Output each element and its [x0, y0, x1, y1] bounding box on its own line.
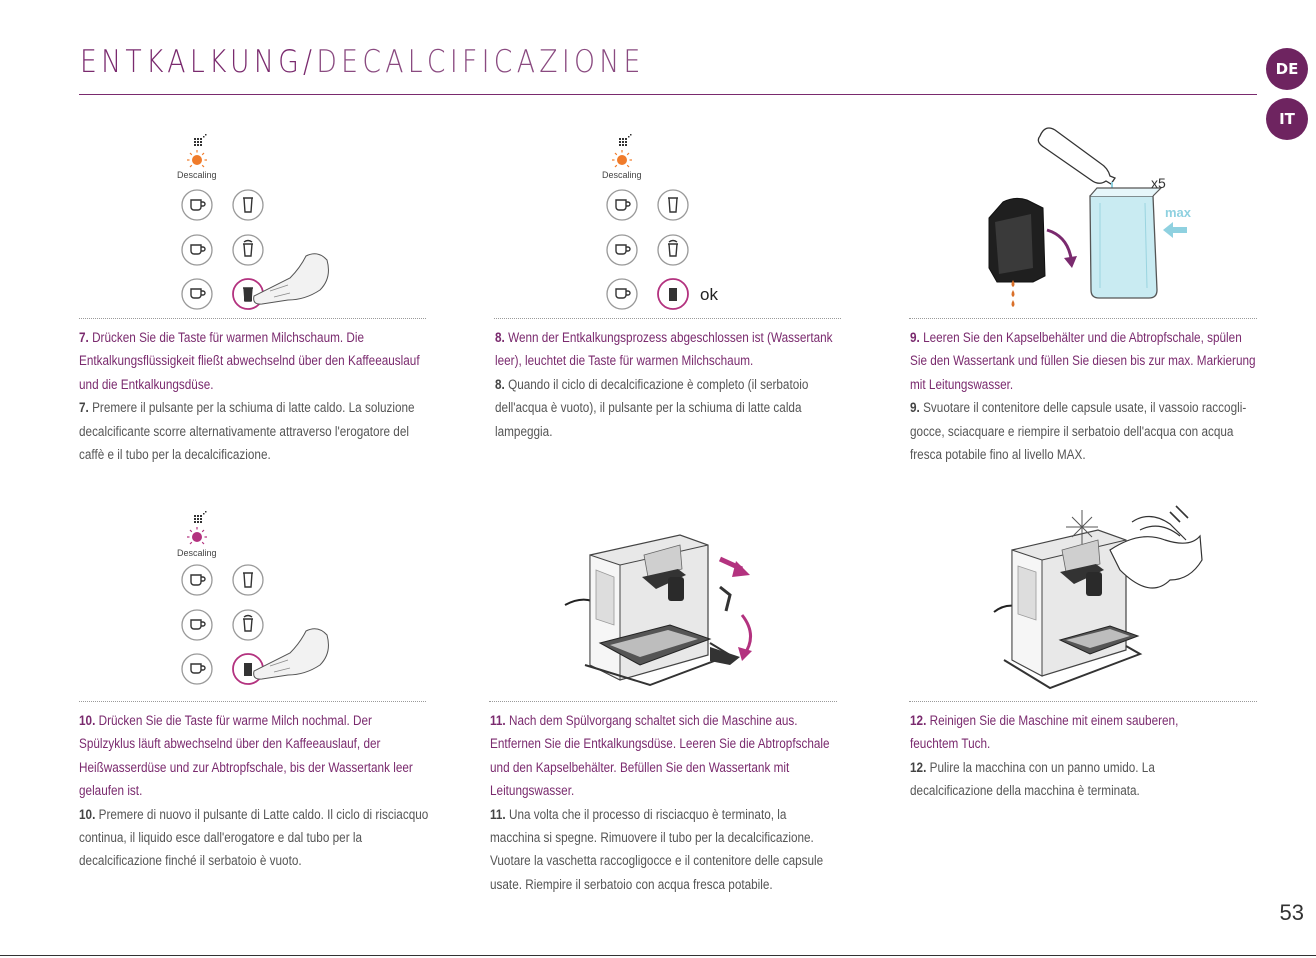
- espresso-button[interactable]: [606, 234, 638, 266]
- water-tank-icon: [1089, 187, 1163, 299]
- milk-glass-fill: [669, 288, 677, 301]
- descaling-label: Descaling: [602, 170, 642, 180]
- cup-icons: [615, 197, 678, 299]
- step-10-caption: 10. Drücken Sie die Taste für warme Milc…: [79, 709, 429, 873]
- step-11-caption: 11. Nach dem Spülvorgang schaltet sich d…: [490, 709, 840, 896]
- lungo-button[interactable]: [606, 278, 638, 310]
- latte-button[interactable]: [232, 189, 264, 221]
- step-9-de: 9. Leeren Sie den Kapselbehälter und die…: [910, 330, 1256, 392]
- pull-arrow-icon: [718, 556, 750, 577]
- ristretto-button[interactable]: [181, 564, 213, 596]
- sparkle-icon: [1066, 510, 1098, 544]
- title-it: DECALCIFICAZIONE: [316, 44, 645, 80]
- divider-9: [909, 318, 1257, 319]
- step-7-de: 7. Drücken Sie die Taste für warmen Milc…: [79, 330, 420, 392]
- machine-step12: [993, 505, 1203, 690]
- ok-label: ok: [700, 285, 718, 304]
- lungo-button[interactable]: [181, 653, 213, 685]
- divider-12: [909, 701, 1257, 702]
- capsule-container-icon: [988, 197, 1046, 283]
- page-title: ENTKALKUNG/DECALCIFICAZIONE: [80, 44, 645, 80]
- descaling-label: Descaling: [177, 170, 217, 180]
- step-7-caption: 7. Drücken Sie die Taste für warmen Milc…: [79, 326, 429, 466]
- max-label: max: [1165, 205, 1192, 220]
- step-11-de: 11. Nach dem Spülvorgang schaltet sich d…: [490, 713, 830, 799]
- tank-illustration: x5 max: [988, 127, 1192, 307]
- coffee-machine-icon: [564, 534, 740, 687]
- step-8-it: 8. Quando il ciclo di decalcificazione è…: [495, 376, 809, 439]
- step-9-it: 9. Svuotare il contenitore delle capsule…: [910, 400, 1247, 463]
- control-panel-step8: Descaling ok: [602, 134, 718, 310]
- step-9-caption: 9. Leeren Sie den Kapselbehälter und die…: [910, 326, 1260, 466]
- step-11-it: 11. Una volta che il processo di risciac…: [490, 806, 824, 892]
- cappuccino-button[interactable]: [657, 234, 689, 266]
- grid-icon: [194, 134, 207, 146]
- fill-arrow-icon: [1163, 222, 1187, 238]
- page-number: 53: [1279, 900, 1304, 925]
- title-rule: [79, 94, 1257, 95]
- step-10-de: 10. Drücken Sie die Taste für warme Milc…: [79, 713, 413, 799]
- step-12-it: 12. Pulire la macchina con un panno umid…: [910, 759, 1155, 799]
- divider-7: [79, 318, 426, 319]
- latte-button[interactable]: [232, 564, 264, 596]
- latte-button[interactable]: [657, 189, 689, 221]
- step-8-caption: 8. Wenn der Entkalkungsprozess abgeschlo…: [495, 326, 845, 443]
- ristretto-button[interactable]: [606, 189, 638, 221]
- repeat-label: x5: [1151, 175, 1166, 191]
- drip-icon: [1011, 280, 1015, 307]
- bottom-rule: [0, 955, 1316, 956]
- title-de: ENTKALKUNG/: [80, 44, 317, 80]
- divider-8: [494, 318, 841, 319]
- divider-11: [489, 701, 837, 702]
- step-12-caption: 12. Reinigen Sie die Maschine mit einem …: [910, 709, 1188, 803]
- grid-icon: [619, 134, 632, 146]
- descaling-light-icon: [187, 527, 207, 545]
- milk-glass-fill: [244, 663, 252, 676]
- espresso-button[interactable]: [181, 609, 213, 641]
- step-8-de: 8. Wenn der Entkalkungsprozess abgeschlo…: [495, 330, 833, 369]
- step-7-it: 7. Premere il pulsante per la schiuma di…: [79, 400, 415, 463]
- step-10-it: 10. Premere di nuovo il pulsante di Latt…: [79, 806, 429, 869]
- lungo-button[interactable]: [181, 278, 213, 310]
- step-12-de: 12. Reinigen Sie die Maschine mit einem …: [910, 713, 1179, 752]
- cup-icons: [190, 572, 253, 674]
- cappuccino-button[interactable]: [232, 234, 264, 266]
- coffee-machine-icon: [993, 529, 1143, 690]
- cloth-hand-icon: [1109, 505, 1203, 589]
- milk-glass-fill: [244, 288, 252, 301]
- control-panel-step7: Descaling: [177, 134, 329, 310]
- lang-tab-de[interactable]: DE: [1266, 48, 1308, 90]
- curved-arrow-icon: [1046, 228, 1077, 268]
- control-panel-step10: Descaling: [177, 511, 329, 685]
- divider-10: [79, 701, 426, 702]
- grid-icon: [194, 511, 207, 523]
- finger-icon: [253, 628, 329, 680]
- descaling-label: Descaling: [177, 548, 217, 558]
- finger-icon: [253, 253, 329, 305]
- curved-arrow-icon: [738, 614, 752, 661]
- lang-tab-it[interactable]: IT: [1266, 98, 1308, 140]
- espresso-button[interactable]: [181, 234, 213, 266]
- machine-step11: [564, 534, 752, 687]
- descaling-light-icon: [187, 150, 207, 168]
- descaling-light-icon: [612, 150, 632, 168]
- cappuccino-button[interactable]: [232, 609, 264, 641]
- ristretto-button[interactable]: [181, 189, 213, 221]
